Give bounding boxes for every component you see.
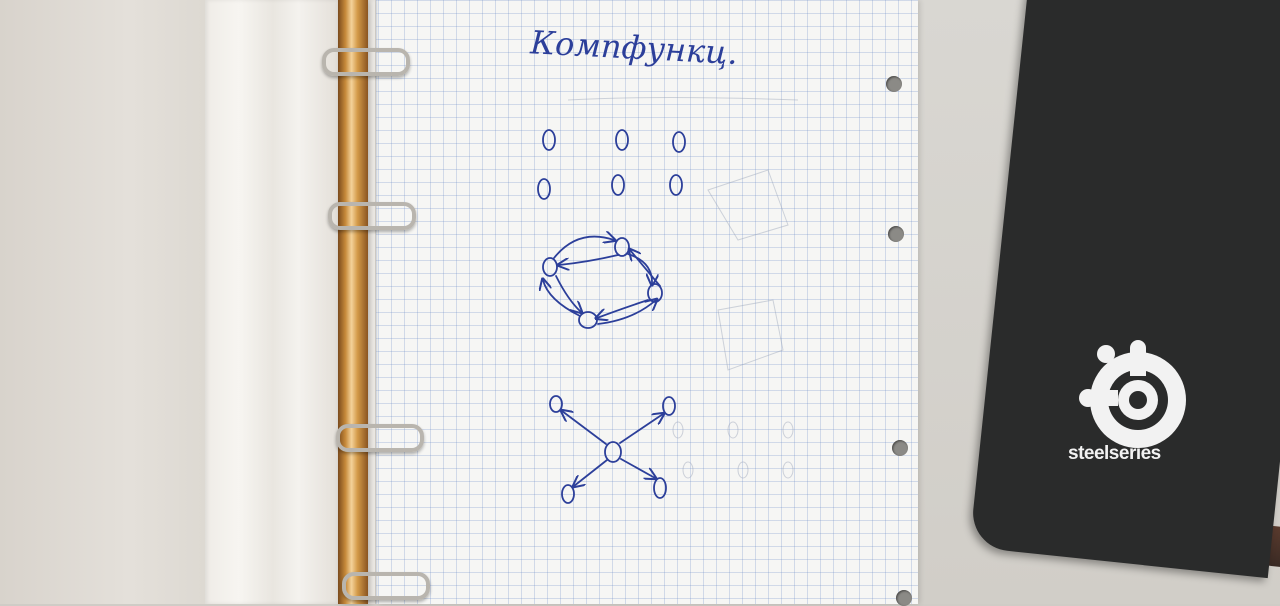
binder-ring-bar <box>338 0 368 604</box>
brand-text: steelseries <box>1068 443 1161 464</box>
binder-ring <box>342 572 430 600</box>
punch-hole <box>896 590 912 606</box>
show-through-marks <box>567 97 799 479</box>
punch-hole <box>886 76 902 92</box>
directed-graph-drawing <box>543 237 663 329</box>
empty-graph-drawing <box>537 129 686 200</box>
steelseries-logo-icon <box>1079 340 1186 448</box>
binder-ring <box>328 202 416 230</box>
star-graph-drawing <box>549 395 676 504</box>
binder-ring <box>336 424 424 452</box>
handwritten-graphs <box>537 97 799 504</box>
binder-ring <box>322 48 410 76</box>
punch-hole <box>888 226 904 242</box>
punch-hole <box>892 440 908 456</box>
binder-cover <box>0 0 215 604</box>
